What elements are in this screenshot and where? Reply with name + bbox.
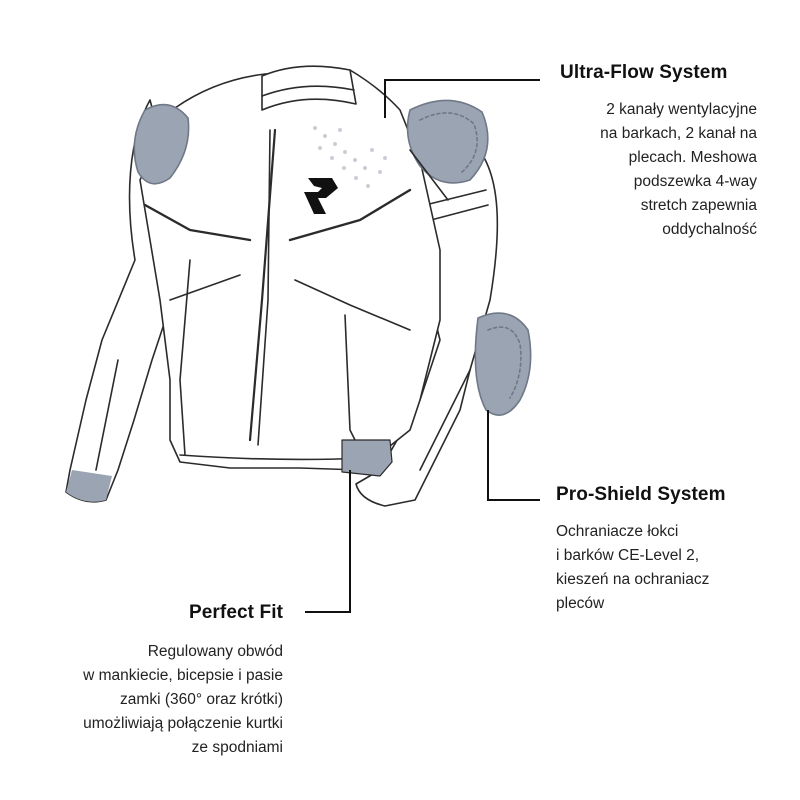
waist-seam-left	[169, 274, 241, 301]
collar-inner	[261, 85, 355, 97]
elbow-pad-icon	[474, 312, 532, 416]
callout-line-pro-shield	[487, 410, 540, 501]
left-cuff	[66, 470, 112, 502]
shoulder-pad-stitch	[419, 112, 478, 173]
chest-seam-right	[288, 188, 412, 242]
callout-line-perfect-fit	[305, 470, 351, 613]
callout-line-ultra-flow	[384, 79, 540, 118]
shoulder-pad-icon	[133, 103, 190, 185]
elbow-pad-stitch	[487, 326, 522, 399]
waist-adjuster	[341, 439, 393, 477]
waist-seam-right	[294, 279, 411, 331]
collar	[261, 65, 357, 111]
callout-pro-shield: Pro-Shield System Ochraniacze łokci i ba…	[556, 484, 796, 616]
right-forearm-line	[419, 369, 471, 471]
shoulder-brand-strip	[409, 149, 449, 201]
callout-title-pro-shield: Pro-Shield System	[556, 484, 726, 505]
main-zipper	[248, 128, 277, 442]
brand-logo-icon	[304, 178, 338, 214]
callout-body-ultra-flow: 2 kanały wentylacyjne na barkach, 2 kana…	[600, 101, 757, 238]
callout-title-ultra-flow: Ultra-Flow System	[560, 62, 728, 83]
chest-seam-left	[143, 203, 252, 242]
left-sleeve-seam	[95, 359, 119, 471]
callout-body-perfect-fit: Regulowany obwód w mankiecie, bicepsie i…	[83, 643, 283, 756]
side-panel-left	[179, 259, 191, 456]
callout-ultra-flow: Ultra-Flow System 2 kanały wentylacyjne …	[560, 62, 795, 242]
callout-perfect-fit: Perfect Fit Regulowany obwód w mankiecie…	[20, 602, 283, 760]
ventilation-perforation	[313, 126, 387, 188]
callout-title-perfect-fit: Perfect Fit	[188, 602, 283, 623]
right-sleeve	[355, 139, 499, 507]
zipper-flap	[257, 129, 271, 446]
callout-body-pro-shield: Ochraniacze łokci i barków CE-Level 2, k…	[556, 523, 710, 612]
